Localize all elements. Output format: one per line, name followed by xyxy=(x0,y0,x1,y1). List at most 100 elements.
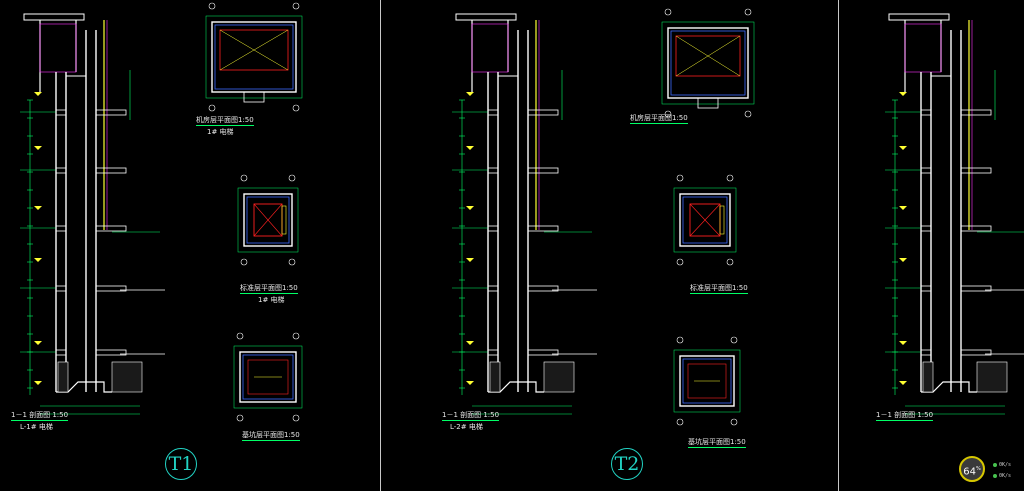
floor-slab xyxy=(527,109,559,116)
t2-pit-plan-title: 基坑层平面图1:50 xyxy=(688,438,746,448)
level-marker xyxy=(466,258,474,262)
shaft-wall xyxy=(239,351,297,403)
axis-bubble xyxy=(208,2,216,10)
floor-slab xyxy=(920,225,932,232)
t1-standard-plan-subtitle: 1# 电梯 xyxy=(258,296,285,304)
dimension-frame xyxy=(673,187,737,253)
t1-pit-plan-title: 基坑层平面图1:50 xyxy=(242,431,300,441)
pit-hatch xyxy=(57,361,69,393)
pit-hatch xyxy=(111,361,143,393)
floor-slab xyxy=(95,167,127,174)
t2-badge: T2 xyxy=(611,448,643,480)
download-speed: 0K/s xyxy=(993,473,1011,479)
cpu-usage-value: 64 xyxy=(963,466,976,478)
axis-bubble xyxy=(744,110,752,118)
dimension-frame xyxy=(233,345,303,409)
axis-bubble xyxy=(288,174,296,182)
level-marker xyxy=(899,258,907,262)
floor-slab xyxy=(920,167,932,174)
panel-divider xyxy=(838,0,839,491)
floor-slab xyxy=(960,109,992,116)
wall-inner xyxy=(214,24,294,90)
axis-bubble xyxy=(730,336,738,344)
t2-machine-room-plan-title: 机房层平面图1:50 xyxy=(630,114,688,124)
floor-slab xyxy=(487,167,499,174)
door-opening xyxy=(697,97,719,109)
axis-bubble xyxy=(726,174,734,182)
machine-base xyxy=(219,29,289,71)
level-marker xyxy=(466,206,474,210)
t1-section-title: 1－1 剖面图 1:50 xyxy=(11,411,69,421)
axis-bubble xyxy=(726,258,734,266)
axis-bubble xyxy=(676,418,684,426)
level-marker xyxy=(899,146,907,150)
level-marker xyxy=(899,92,907,96)
floor-slab xyxy=(960,225,992,232)
level-marker xyxy=(34,341,42,345)
car-cross xyxy=(253,203,283,237)
t1-section-subtitle: L-1# 电梯 xyxy=(20,423,53,431)
dimension-frame xyxy=(205,15,303,99)
beam xyxy=(675,35,741,77)
floor-slab xyxy=(95,349,127,356)
t1-machine-room-plan-title: 机房层平面图1:50 xyxy=(196,116,254,126)
level-marker xyxy=(34,258,42,262)
dimension-frame xyxy=(237,187,299,253)
machine-room xyxy=(904,23,942,73)
section-roof xyxy=(23,13,85,21)
axis-bubble xyxy=(236,414,244,422)
download-icon xyxy=(993,473,997,478)
dimension-frame xyxy=(661,21,755,105)
machine-room xyxy=(471,23,509,73)
level-marker xyxy=(34,146,42,150)
t3-section-title: 1－1 剖面图 1:50 xyxy=(876,411,934,421)
t1-machine-room-plan-subtitle: 1# 电梯 xyxy=(207,128,234,136)
download-speed-value: 0K/s xyxy=(999,473,1012,479)
floor-slab xyxy=(487,285,499,292)
panel-divider xyxy=(380,0,381,491)
level-marker xyxy=(899,381,907,385)
level-marker xyxy=(34,381,42,385)
car-cross xyxy=(689,203,721,237)
machine-base xyxy=(675,35,741,77)
shaft-wall xyxy=(243,193,293,247)
pit-hatch xyxy=(543,361,575,393)
door-opening xyxy=(243,91,265,103)
level-marker xyxy=(899,206,907,210)
level-marker xyxy=(466,92,474,96)
floor-slab xyxy=(487,225,499,232)
floor-slab xyxy=(960,167,992,174)
floor-slab xyxy=(55,225,67,232)
upload-speed: 0K/s xyxy=(993,462,1011,468)
floor-slab xyxy=(920,109,932,116)
pit-hatch xyxy=(922,361,934,393)
axis-bubble xyxy=(676,336,684,344)
wall-inner xyxy=(682,196,728,244)
beam xyxy=(219,29,289,71)
pit-hatch xyxy=(976,361,1008,393)
floor-slab xyxy=(95,285,127,292)
axis-bubble xyxy=(676,258,684,266)
axis-bubble xyxy=(240,174,248,182)
pit-hatch xyxy=(489,361,501,393)
t2-section-title: 1－1 剖面图 1:50 xyxy=(442,411,500,421)
network-monitor-widget[interactable]: 64% 0K/s 0K/s xyxy=(957,454,1021,486)
counterweight xyxy=(281,205,287,235)
axis-bubble xyxy=(240,258,248,266)
floor-slab xyxy=(55,349,67,356)
level-marker xyxy=(466,146,474,150)
floor-slab xyxy=(487,349,499,356)
axis-bubble xyxy=(292,2,300,10)
dimension-frame xyxy=(673,349,741,413)
shaft-wall xyxy=(679,355,735,407)
t1-badge: T1 xyxy=(165,448,197,480)
cpu-usage-unit: % xyxy=(975,466,981,472)
wall-inner xyxy=(242,354,294,400)
axis-bubble xyxy=(208,104,216,112)
shaft-wall xyxy=(679,193,731,247)
floor-slab xyxy=(487,109,499,116)
wall-inner xyxy=(246,196,290,244)
floor-slab xyxy=(55,167,67,174)
wall-inner xyxy=(682,358,732,404)
